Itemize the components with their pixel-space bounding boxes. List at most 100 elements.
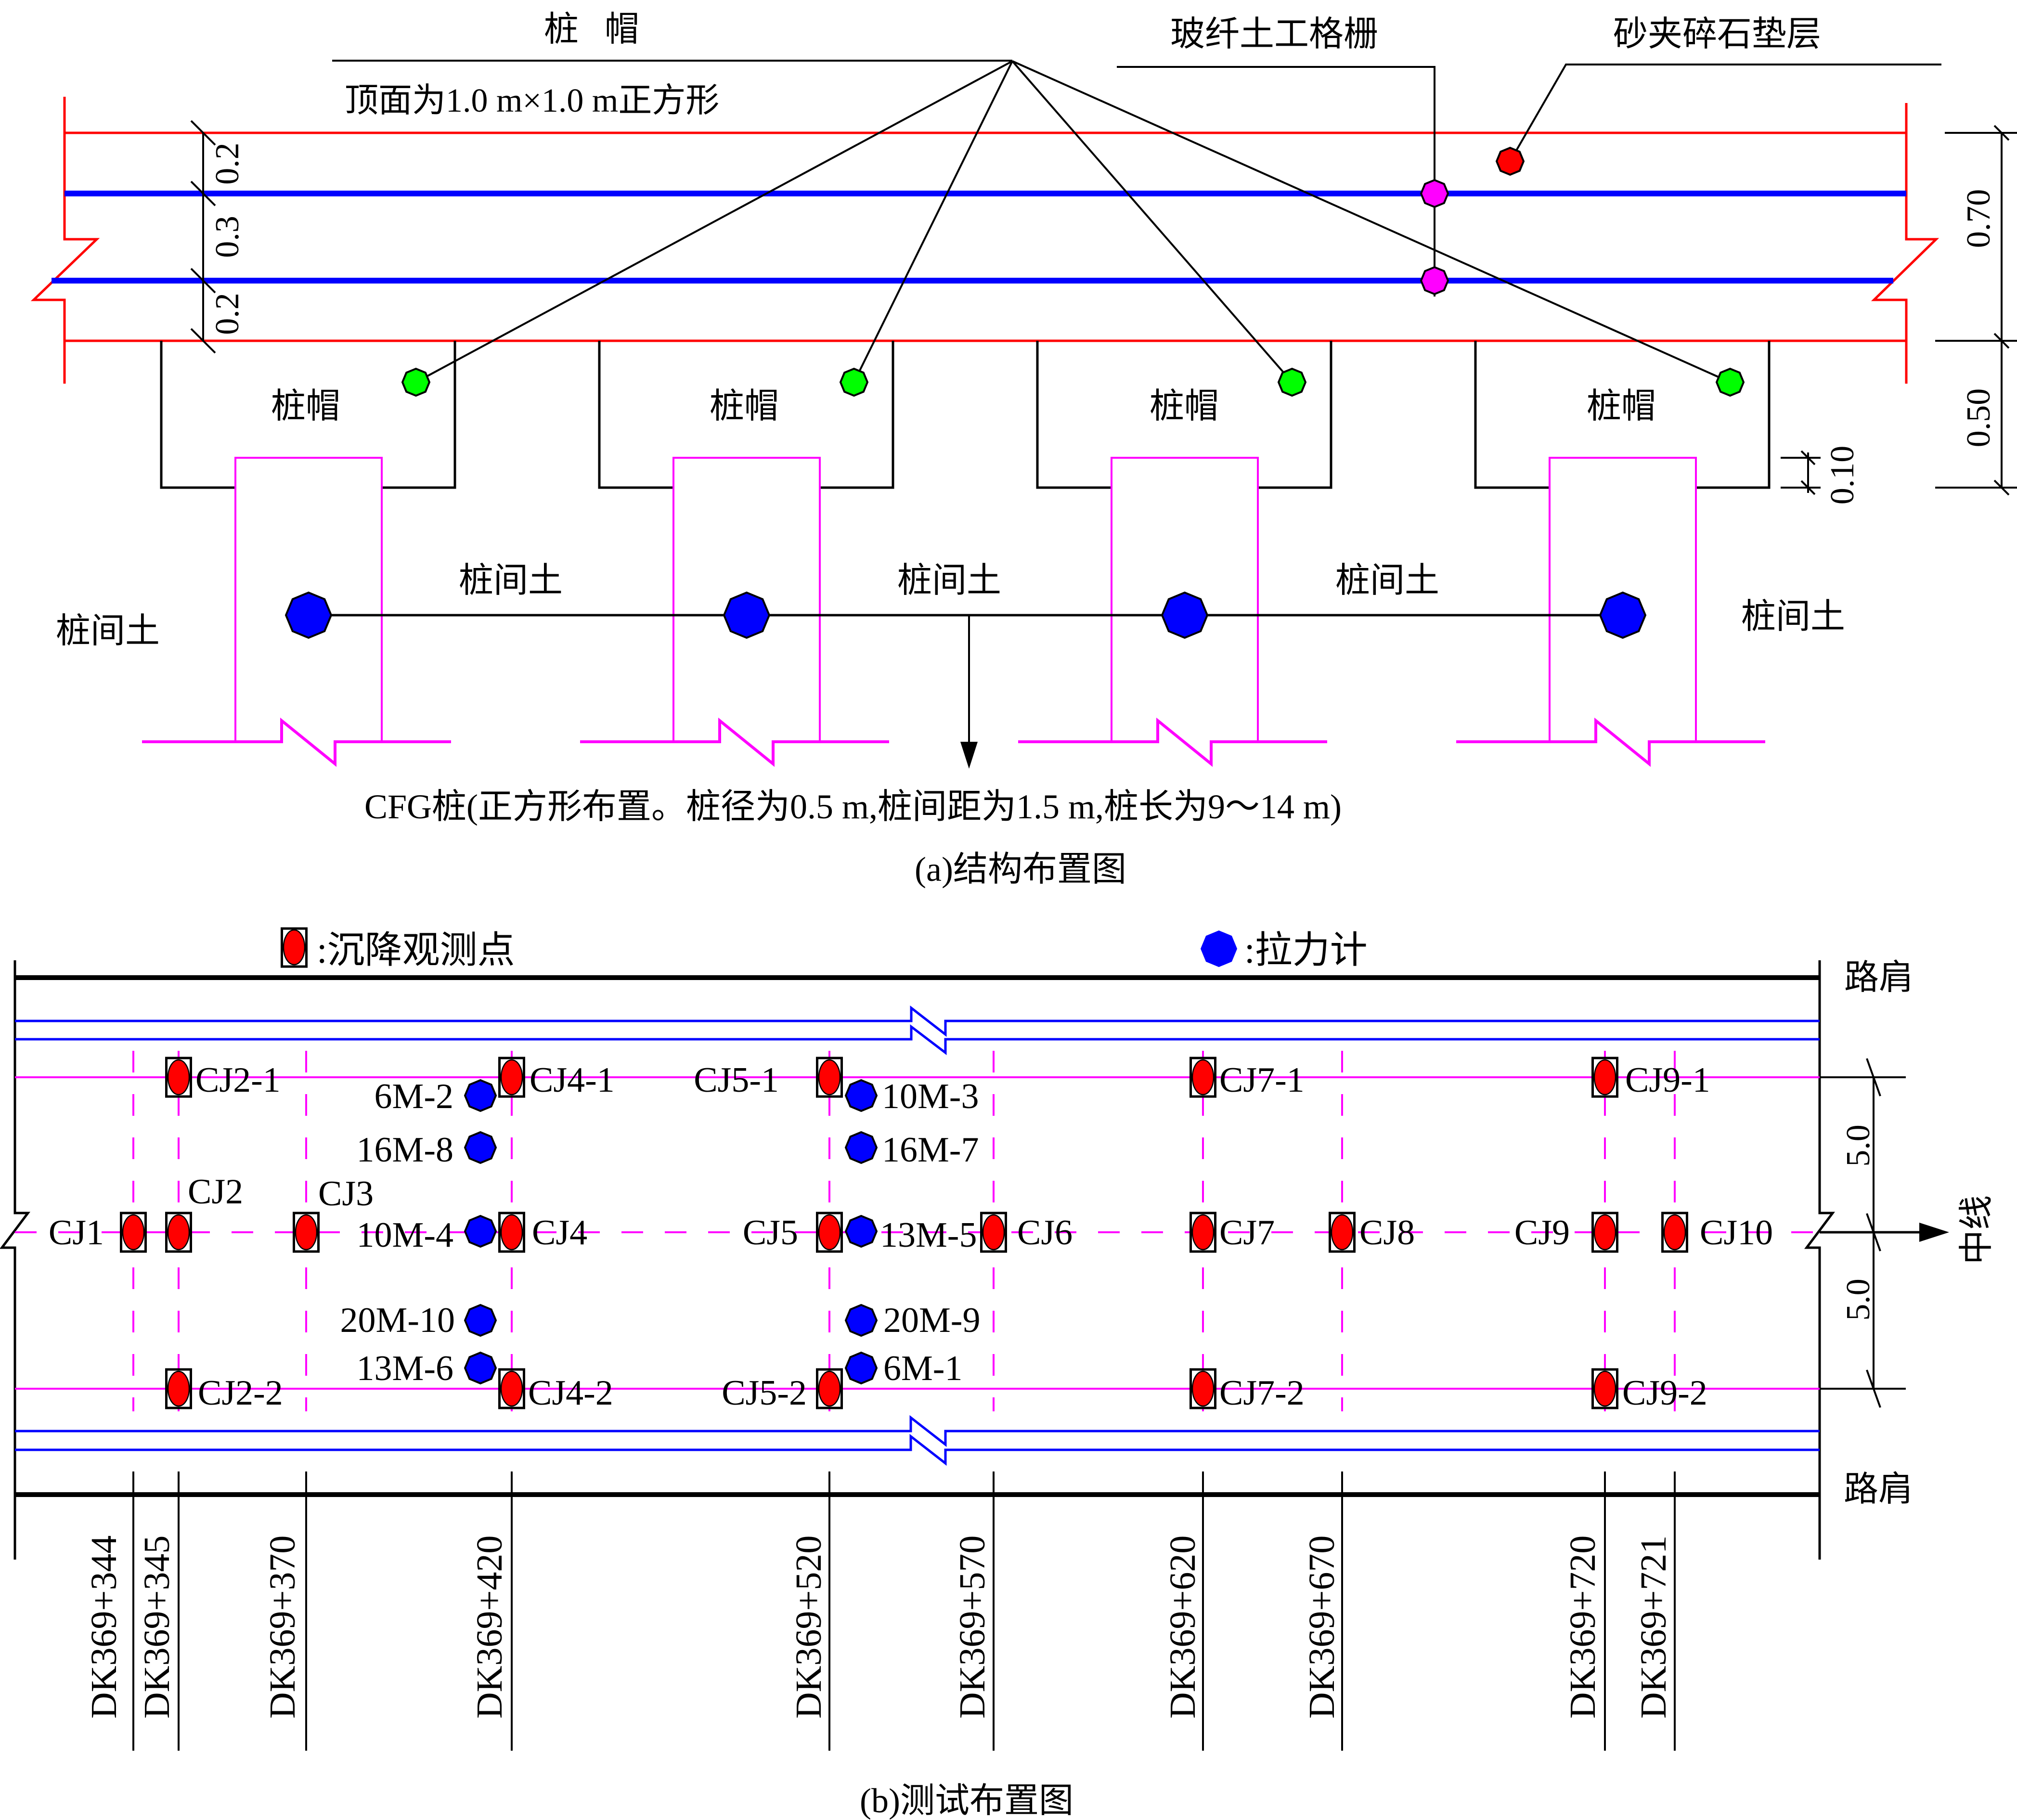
tension-gauge-label: 6M-1 <box>883 1349 962 1388</box>
settlement-point-label: CJ4-2 <box>528 1373 613 1413</box>
station-label: DK369+345 <box>137 1536 177 1719</box>
pile-cap-label: 桩帽 <box>1150 387 1219 426</box>
settlement-point-label: CJ1 <box>49 1213 104 1252</box>
settlement-point-label: CJ5-2 <box>722 1373 807 1413</box>
station-lines: DK369+344 DK369+345 DK369+370 DK369+420 DK36… <box>84 1471 1676 1751</box>
tension-gauge-label: 13M-6 <box>357 1349 453 1388</box>
upper-slope-line <box>15 1024 1820 1056</box>
settlement-marker-icon <box>1329 1212 1356 1253</box>
station-label: DK369+620 <box>1163 1536 1203 1719</box>
geogrid-gauge-icon <box>1420 266 1449 296</box>
tension-gauge-icon <box>844 1351 878 1385</box>
soil-between-piles-label: 桩间土 <box>459 561 563 600</box>
lower-slope-line <box>15 1433 1820 1466</box>
pile-cap-leader-lines <box>415 60 1731 383</box>
settlement-marker-icon <box>281 927 308 968</box>
pile-top-gauge-icon <box>723 591 771 639</box>
station-label: DK369+570 <box>952 1536 993 1719</box>
dim-pile-cap-height: 0.50 <box>1960 388 1997 448</box>
settlement-point: CJ4-1 <box>498 1057 615 1100</box>
settlement-point-label: CJ9 <box>1514 1213 1570 1252</box>
settlement-point-label: CJ6 <box>1017 1213 1073 1252</box>
settlement-marker-icon <box>1591 1212 1618 1253</box>
cushion-leader-line <box>1509 64 1941 162</box>
settlement-point: CJ9 <box>1514 1212 1618 1253</box>
tension-gauge-label: 16M-8 <box>357 1130 453 1170</box>
figure-b-caption: (b)测试布置图 <box>860 1781 1073 1820</box>
pile-cap-label: 桩帽 <box>1587 387 1656 426</box>
settlement-point-label: CJ2 <box>188 1172 243 1212</box>
settlement-point: CJ7 <box>1190 1212 1275 1253</box>
settlement-point-label: CJ10 <box>1700 1213 1773 1252</box>
tension-gauge-label: 20M-10 <box>340 1301 455 1340</box>
pile-top-gauge-icon <box>284 591 333 639</box>
settlement-marker-icon <box>498 1368 525 1409</box>
station-label: DK369+520 <box>789 1536 829 1719</box>
settlement-marker-icon <box>165 1057 192 1098</box>
settlement-point: CJ2-2 <box>165 1368 283 1413</box>
pile-cap-note: 顶面为1.0 m×1.0 m正方形 <box>345 82 719 119</box>
pile-embedment-dimension: 0.10 <box>1781 446 1861 505</box>
pile-cap <box>160 341 456 489</box>
tension-gauge-icon <box>1201 930 1237 967</box>
tension-gauge: 6M-2 <box>375 1077 497 1116</box>
tension-gauge-label: 6M-2 <box>375 1077 453 1116</box>
legend-settlement-label: :沉降观测点 <box>317 929 515 971</box>
cfg-pile <box>1549 457 1697 742</box>
tension-gauge: 6M-1 <box>844 1349 962 1388</box>
cfg-piles <box>142 457 1765 767</box>
tension-gauge: 13M-6 <box>357 1349 497 1388</box>
right-break-line <box>1871 103 1939 384</box>
tension-gauge: 16M-7 <box>844 1130 979 1170</box>
settlement-point: CJ7-1 <box>1190 1057 1305 1100</box>
tension-gauge-icon <box>844 1304 878 1337</box>
pile-break-line <box>142 717 451 767</box>
settlement-marker-icon <box>120 1212 147 1253</box>
settlement-marker-icon <box>1190 1368 1216 1409</box>
station-label: DK369+344 <box>84 1536 124 1719</box>
station-label: DK369+670 <box>1302 1536 1342 1719</box>
cfg-pile <box>672 457 821 742</box>
station-label: DK369+370 <box>262 1536 303 1719</box>
tension-gauge-label: 10M-3 <box>882 1077 979 1116</box>
upper-shoulder-label: 路肩 <box>1844 958 1914 997</box>
settlement-marker-icon <box>1661 1212 1688 1253</box>
settlement-point: CJ5-1 <box>694 1057 843 1100</box>
settlement-point: CJ2 <box>165 1172 243 1253</box>
right-dimension-chain: 0.70 0.50 <box>1935 125 2017 496</box>
tension-gauge-icon <box>844 1079 878 1112</box>
right-break-boundary <box>1804 960 1835 1560</box>
settlement-point: CJ2-1 <box>165 1057 281 1100</box>
settlement-point: CJ10 <box>1661 1212 1773 1253</box>
settlement-marker-icon <box>816 1057 843 1098</box>
pile-top-gauge-icon <box>1599 591 1647 639</box>
legend-tension-gauge-label: :拉力计 <box>1244 929 1368 971</box>
pile-cap <box>1036 341 1332 489</box>
station-label: DK369+721 <box>1633 1536 1674 1719</box>
settlement-point-label: CJ7-1 <box>1219 1060 1305 1100</box>
settlement-point: CJ9-2 <box>1591 1368 1707 1413</box>
tension-gauge-icon <box>844 1214 878 1248</box>
dim-pile-embedment: 0.10 <box>1824 446 1861 505</box>
station-label: DK369+420 <box>469 1536 510 1719</box>
lower-shoulder-label: 路肩 <box>1844 1470 1913 1509</box>
pile-top-gauge-icon <box>1161 591 1209 639</box>
settlement-marker-icon <box>498 1212 525 1253</box>
tension-gauge: 10M-4 <box>357 1214 497 1255</box>
figure-a-caption: (a)结构布置图 <box>915 850 1126 889</box>
tension-gauge-icon <box>464 1351 497 1385</box>
settlement-marker-icon <box>1591 1057 1618 1098</box>
left-break-boundary <box>0 960 30 1560</box>
pile-cap <box>1474 341 1771 489</box>
tension-gauge-icon <box>464 1214 497 1248</box>
settlement-point: CJ3 <box>293 1174 374 1253</box>
half-width-dimension: 5.0 5.0 <box>1820 1058 1906 1408</box>
tension-gauge-icon <box>464 1079 497 1112</box>
dim-upper-half-width: 5.0 <box>1840 1124 1877 1167</box>
settlement-point: CJ6 <box>980 1212 1073 1253</box>
pile-break-line <box>1018 717 1327 767</box>
tension-gauge-label: 10M-4 <box>357 1215 453 1255</box>
settlement-point-label: CJ4-1 <box>530 1060 615 1100</box>
